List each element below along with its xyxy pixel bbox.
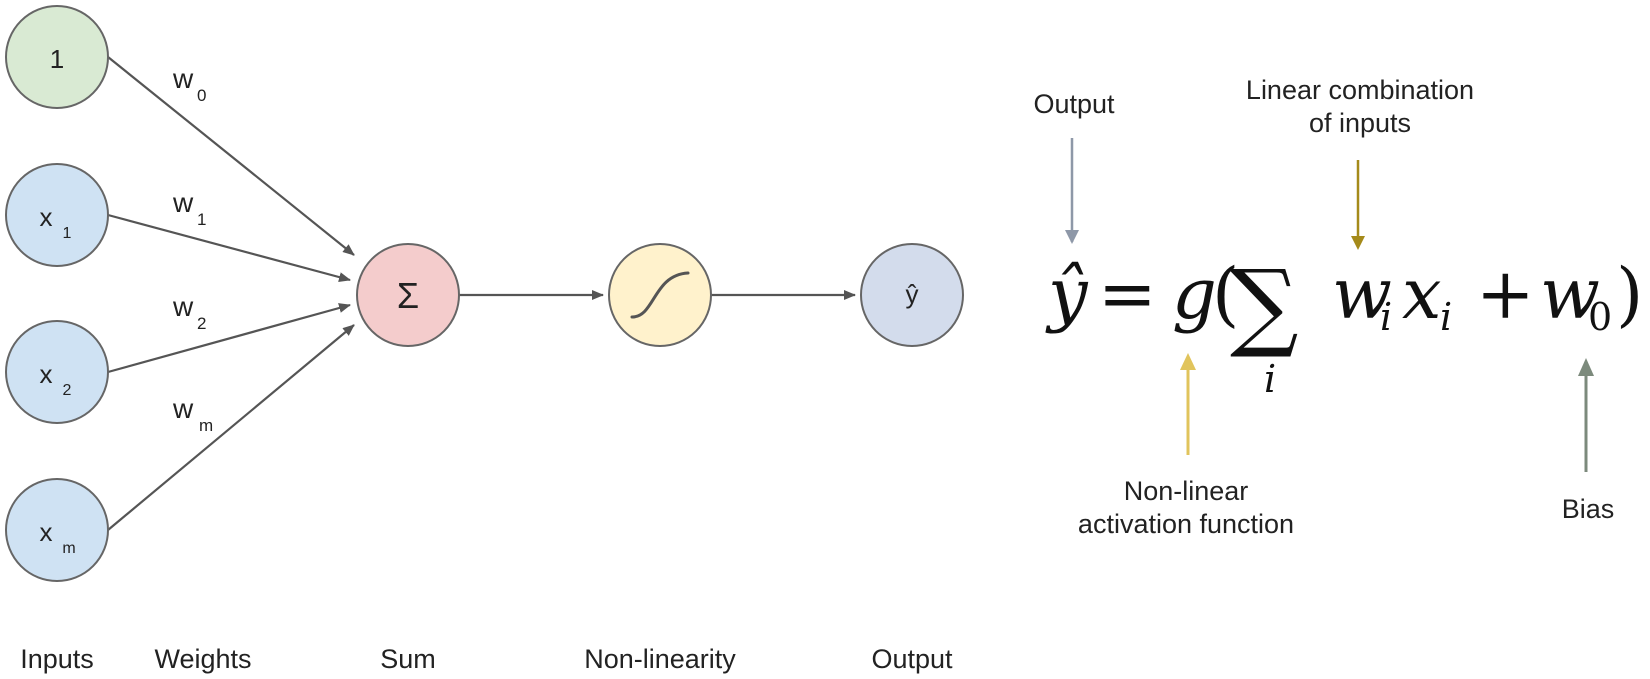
sum-node-label: Σ (397, 275, 419, 316)
weight-wm: w m (172, 393, 213, 435)
svg-text:w: w (172, 393, 194, 424)
edge-x1-to-sum (107, 213, 351, 282)
output-node-label: ŷ (906, 279, 919, 309)
svg-text:x: x (40, 359, 53, 389)
annotation-bias: Bias (1562, 358, 1615, 524)
annotation-output-label: Output (1033, 89, 1115, 119)
equation-sigma-index: i (1264, 357, 1276, 401)
svg-text:m: m (199, 416, 213, 435)
input-x2-base: x (40, 359, 53, 389)
svg-text:2: 2 (197, 314, 206, 333)
equation-equals: = (1098, 253, 1157, 335)
annotation-activation-line1: Non-linear (1124, 476, 1249, 506)
column-labels: Inputs Weights Sum Non-linearity Output (20, 644, 953, 674)
edge-x2-to-sum (107, 303, 351, 374)
input-x1-base: x (40, 202, 53, 232)
input-xm-sub: m (62, 540, 75, 557)
svg-text:x: x (40, 202, 53, 232)
equation-w: w (1332, 253, 1392, 335)
weight-labels: w 0 w 1 w 2 w m (172, 63, 213, 435)
equation: ŷ = g ( ∑ i w i x i + w 0 ) (1045, 249, 1643, 401)
sum-node: Σ (356, 243, 460, 347)
svg-text:x: x (40, 517, 53, 547)
equation-w-sub: i (1380, 295, 1392, 339)
column-label-inputs: Inputs (20, 644, 94, 674)
svg-text:w: w (172, 187, 194, 218)
edge-bias-to-sum (107, 56, 355, 256)
annotation-linear: Linear combination of inputs (1246, 75, 1474, 250)
bias-node-label: 1 (50, 44, 64, 74)
output-node: ŷ (860, 243, 964, 347)
arrow-output-head (1065, 230, 1079, 244)
weight-w2: w 2 (172, 291, 206, 333)
equation-yhat: ŷ (1045, 253, 1089, 335)
input-node-x1: x 1 (5, 163, 109, 267)
input-edges (107, 56, 355, 531)
equation-sigma: ∑ (1230, 249, 1299, 361)
input-xm-base: x (40, 517, 53, 547)
annotation-bias-label: Bias (1562, 494, 1615, 524)
svg-text:1: 1 (197, 210, 206, 229)
input-x1-sub: 1 (63, 225, 72, 242)
annotation-output: Output (1033, 89, 1115, 244)
column-label-nonlinearity: Non-linearity (584, 644, 736, 674)
svg-text:w: w (172, 291, 194, 322)
arrow-activation-head (1180, 353, 1196, 370)
input-node-xm: x m (5, 478, 109, 582)
equation-close-paren: ) (1616, 253, 1643, 335)
input-x2-sub: 2 (63, 382, 72, 399)
equation-plus: + (1476, 253, 1535, 335)
equation-x-sub: i (1440, 295, 1452, 339)
edge-xm-to-sum (107, 324, 355, 531)
equation-open-paren: ( (1212, 253, 1239, 335)
column-label-weights: Weights (154, 644, 251, 674)
svg-text:w: w (172, 63, 194, 94)
arrow-linear-head (1351, 236, 1365, 250)
column-label-output: Output (871, 644, 953, 674)
annotation-linear-line1: Linear combination (1246, 75, 1474, 105)
column-label-sum: Sum (380, 644, 436, 674)
equation-x: x (1402, 253, 1441, 335)
sigmoid-icon (630, 271, 690, 319)
weight-w1: w 1 (172, 187, 206, 229)
annotation-activation-line2: activation function (1078, 509, 1294, 539)
equation-w0: w (1540, 253, 1600, 335)
annotation-activation: Non-linear activation function (1078, 353, 1294, 539)
equation-g: g (1172, 253, 1217, 335)
equation-w0-sub: 0 (1588, 295, 1612, 339)
activation-node (608, 243, 712, 347)
weight-w0: w 0 (172, 63, 206, 105)
input-node-x2: x 2 (5, 320, 109, 424)
annotation-linear-line2: of inputs (1309, 108, 1411, 138)
svg-text:0: 0 (197, 86, 206, 105)
arrow-bias-head (1578, 358, 1594, 376)
bias-node: 1 (5, 5, 109, 109)
